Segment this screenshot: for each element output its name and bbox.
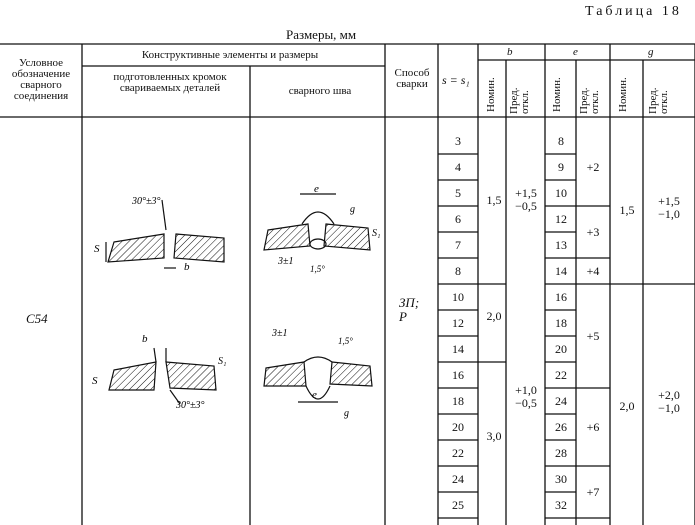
header-method: Способ сварки — [394, 67, 430, 90]
g-nom-1: 1,5 — [619, 203, 635, 217]
s-value: 7 — [455, 238, 461, 252]
s-value: 4 — [455, 160, 461, 174]
designation-value: С54 — [26, 311, 48, 326]
b-label-2: b — [142, 333, 148, 345]
e-nom-value: 14 — [555, 264, 567, 278]
s-value: 3 — [455, 134, 461, 148]
ratio-label-1: 3±1 — [277, 256, 294, 267]
s-value: 6 — [455, 212, 461, 226]
e-dev-value: +3 — [586, 225, 600, 239]
e-nom-value: 22 — [555, 368, 567, 382]
e-nom-value: 32 — [555, 498, 567, 512]
b-nom-3: 3,0 — [486, 429, 502, 443]
e-nom-value: 9 — [558, 160, 564, 174]
header-s: s = s₁ — [442, 73, 470, 87]
e-dev-value: +4 — [586, 264, 600, 278]
header-b: b — [507, 46, 513, 58]
header-b-nom: Номин. — [485, 77, 497, 112]
e-nom-value: 10 — [555, 186, 567, 200]
s-value: 10 — [452, 290, 464, 304]
header-e: e — [573, 46, 578, 58]
header-g-dev: Пред. откл. — [647, 87, 670, 114]
angle-label-1: 30°±3° — [131, 196, 161, 207]
s-label-2: S — [92, 375, 98, 387]
g-dev-2: +2,0 −1,0 — [658, 388, 680, 415]
e-dev-value: +7 — [586, 485, 600, 499]
s-value: 12 — [452, 316, 464, 330]
e-nom-value: 18 — [555, 316, 567, 330]
e-nom-value: 8 — [558, 134, 564, 148]
ratio-label-2: 3±1 — [271, 328, 288, 339]
weld-drawing: e g S₁ 3±1 1,5° 3±1 1,5° e g — [263, 183, 380, 419]
s-value: 5 — [455, 186, 461, 200]
g-nom-2: 2,0 — [619, 399, 635, 413]
e-nom-value: 26 — [555, 420, 567, 434]
e-nom-value: 30 — [555, 472, 567, 486]
header-elements: Конструктивные элементы и размеры — [141, 49, 319, 61]
e-dev-value: +5 — [586, 329, 600, 343]
g-label-1: g — [350, 204, 355, 215]
e-nom-value: 20 — [555, 342, 567, 356]
header-e-dev: Пред. откл. — [578, 87, 601, 114]
e-dev-value: +6 — [586, 420, 600, 434]
g-dev-1: +1,5 −1,0 — [658, 194, 680, 221]
angle-label-2: 30°±3° — [175, 400, 205, 411]
header-g: g — [648, 46, 654, 58]
e-nom-value: 16 — [555, 290, 567, 304]
header-b-dev: Пред. откл. — [508, 87, 531, 114]
e-dev-value: +2 — [586, 160, 600, 174]
header-designation: Условное обозначение сварного соединения — [11, 57, 71, 102]
header-prepared-edges: подготовленных кромок свариваемых детале… — [113, 71, 227, 94]
method-value: ЗП; Р — [399, 295, 420, 324]
s-value: 22 — [452, 446, 464, 460]
s-value: 18 — [452, 394, 464, 408]
header-weld: сварного шва — [288, 85, 352, 97]
g-label-2: g — [344, 408, 349, 419]
s-value: 14 — [452, 342, 464, 356]
b-nom-2: 2,0 — [486, 309, 502, 323]
s-value: 8 — [455, 264, 461, 278]
prepared-edges-drawing: 30°±3° S b b S S₁ 30°±3° — [92, 196, 226, 411]
e-nom-value: 24 — [555, 394, 567, 408]
e-label-2: e — [312, 389, 317, 401]
s-value: 24 — [452, 472, 464, 486]
s-value: 25 — [452, 498, 464, 512]
b-dev-1: +1,5 −0,5 — [515, 186, 537, 213]
s-value: 16 — [452, 368, 464, 382]
small-angle-label-1: 1,5° — [310, 264, 325, 274]
b-nom-1: 1,5 — [486, 193, 502, 207]
e-nom-value: 12 — [555, 212, 567, 226]
e-nom-value: 28 — [555, 446, 567, 460]
e-nom-value: 13 — [555, 238, 567, 252]
header-e-nom: Номин. — [551, 77, 563, 112]
table-number: Таблица 18 — [585, 4, 682, 19]
e-label-1: e — [314, 183, 319, 195]
s1-label-weld: S₁ — [372, 228, 380, 239]
small-angle-label-2: 1,5° — [338, 336, 353, 346]
header-g-nom: Номин. — [617, 77, 629, 112]
b-label-1: b — [184, 261, 190, 273]
s1-label-2: S₁ — [218, 356, 226, 367]
s-value: 20 — [452, 420, 464, 434]
units-caption: Размеры, мм — [286, 27, 357, 42]
b-dev-3: +1,0 −0,5 — [515, 383, 537, 410]
s-label-1: S — [94, 243, 100, 255]
